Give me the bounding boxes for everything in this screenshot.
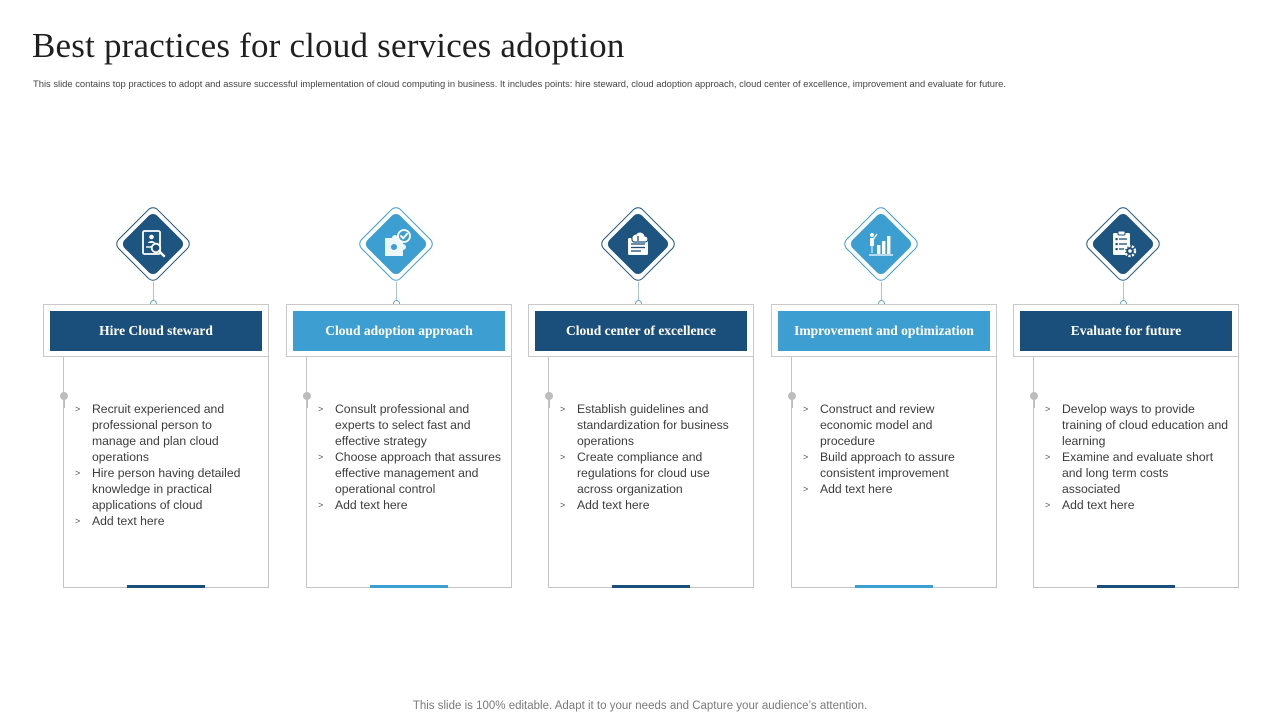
bullet-item: >Add text here — [75, 514, 165, 528]
bullet-item: > Create compliance and regulations for … — [560, 450, 710, 496]
slide-title: Best practices for cloud services adopti… — [32, 26, 625, 65]
chevron-right-icon: > — [1045, 452, 1051, 462]
card-accent-bar — [127, 585, 205, 588]
content-card: >Construct and review economic model and… — [788, 357, 997, 588]
card-accent-bar — [1097, 585, 1175, 588]
column-heading: Hire Cloud steward — [50, 311, 262, 351]
connector-line — [881, 282, 882, 302]
content-card: >Recruit experienced and professional pe… — [60, 357, 269, 588]
bullet-item: >Add text here — [803, 482, 893, 496]
chevron-right-icon: > — [75, 468, 81, 478]
bullet-item: >Add text here — [318, 498, 408, 512]
card-dot — [60, 392, 68, 400]
card-dot — [303, 392, 311, 400]
bullet-item: >Choose approach that assures effective … — [318, 450, 501, 496]
chevron-right-icon: > — [803, 484, 809, 494]
column-heading: Improvement and optimization — [778, 311, 990, 351]
card-dot — [545, 392, 553, 400]
bullet-list: >Establish guidelines and standardizatio… — [558, 401, 744, 513]
heading-frame: Cloud adoption approach — [286, 304, 512, 357]
practice-column-center-of-excellence: Cloud center of excellence >Establish gu… — [528, 204, 774, 594]
chevron-right-icon: > — [1045, 500, 1051, 510]
practice-column-evaluate: Evaluate for future >Develop ways to pro… — [1013, 204, 1259, 594]
bullet-item: >Construct and review economic model and… — [803, 402, 935, 448]
chevron-right-icon: > — [318, 500, 324, 510]
card-accent-bar — [612, 585, 690, 588]
heading-frame: Evaluate for future — [1013, 304, 1239, 357]
card-accent-bar — [855, 585, 933, 588]
puzzle-check-icon — [385, 229, 411, 256]
resume-search-icon — [142, 230, 166, 258]
bullet-item: >Consult professional and experts to sel… — [318, 402, 471, 448]
bullet-list: >Construct and review economic model and… — [801, 401, 987, 497]
bullet-list: >Develop ways to provide training of clo… — [1043, 401, 1229, 513]
chevron-right-icon: > — [803, 452, 809, 462]
bullet-item: >Recruit experienced and professional pe… — [75, 402, 225, 464]
column-heading: Evaluate for future — [1020, 311, 1232, 351]
heading-frame: Cloud center of excellence — [528, 304, 754, 357]
bullet-item: >Add text here — [1045, 498, 1135, 512]
bullet-list: >Recruit experienced and professional pe… — [73, 401, 259, 529]
heading-frame: Hire Cloud steward — [43, 304, 269, 357]
content-card: >Establish guidelines and standardizatio… — [545, 357, 754, 588]
practice-column-hire-steward: Hire Cloud steward >Recruit experienced … — [43, 204, 289, 594]
chevron-right-icon: > — [318, 404, 324, 414]
chevron-right-icon: > — [560, 452, 566, 462]
bullet-item: >Add text here — [560, 498, 650, 512]
content-card: >Develop ways to provide training of clo… — [1030, 357, 1239, 588]
bullet-list: >Consult professional and experts to sel… — [316, 401, 502, 513]
chevron-right-icon: > — [803, 404, 809, 414]
connector-line — [638, 282, 639, 302]
diamond-badge — [356, 204, 436, 284]
bullet-item: >Establish guidelines and standardizatio… — [560, 402, 729, 448]
column-heading: Cloud center of excellence — [535, 311, 747, 351]
bullet-item: >Build approach to assure consistent imp… — [803, 450, 955, 480]
bullet-item: >Examine and evaluate short and long ter… — [1045, 450, 1214, 496]
card-accent-bar — [370, 585, 448, 588]
card-dot — [1030, 392, 1038, 400]
growth-chart-icon — [869, 233, 893, 256]
slide-footer: This slide is 100% editable. Adapt it to… — [412, 700, 868, 712]
diamond-badge — [1083, 204, 1163, 284]
slide-subtitle: This slide contains top practices to ado… — [33, 78, 1006, 89]
chevron-right-icon: > — [1045, 404, 1051, 414]
connector-line — [1123, 282, 1124, 302]
card-dot — [788, 392, 796, 400]
practice-column-improvement: Improvement and optimization >Construct … — [771, 204, 1017, 594]
chevron-right-icon: > — [318, 452, 324, 462]
heading-frame: Improvement and optimization — [771, 304, 997, 357]
diamond-badge — [841, 204, 921, 284]
chevron-right-icon: > — [560, 404, 566, 414]
cloud-document-icon — [628, 231, 649, 255]
chevron-right-icon: > — [75, 516, 81, 526]
content-card: >Consult professional and experts to sel… — [303, 357, 512, 588]
chevron-right-icon: > — [560, 500, 566, 510]
bullet-item: >Hire person having detailed knowledge i… — [75, 466, 241, 512]
clipboard-gear-icon — [1113, 230, 1137, 258]
bullet-item: >Develop ways to provide training of clo… — [1045, 402, 1229, 448]
diamond-badge — [598, 204, 678, 284]
column-heading: Cloud adoption approach — [293, 311, 505, 351]
connector-line — [396, 282, 397, 302]
diamond-badge — [113, 204, 193, 284]
connector-line — [153, 282, 154, 302]
practice-column-adoption-approach: Cloud adoption approach >Consult profess… — [286, 204, 532, 594]
chevron-right-icon: > — [75, 404, 81, 414]
